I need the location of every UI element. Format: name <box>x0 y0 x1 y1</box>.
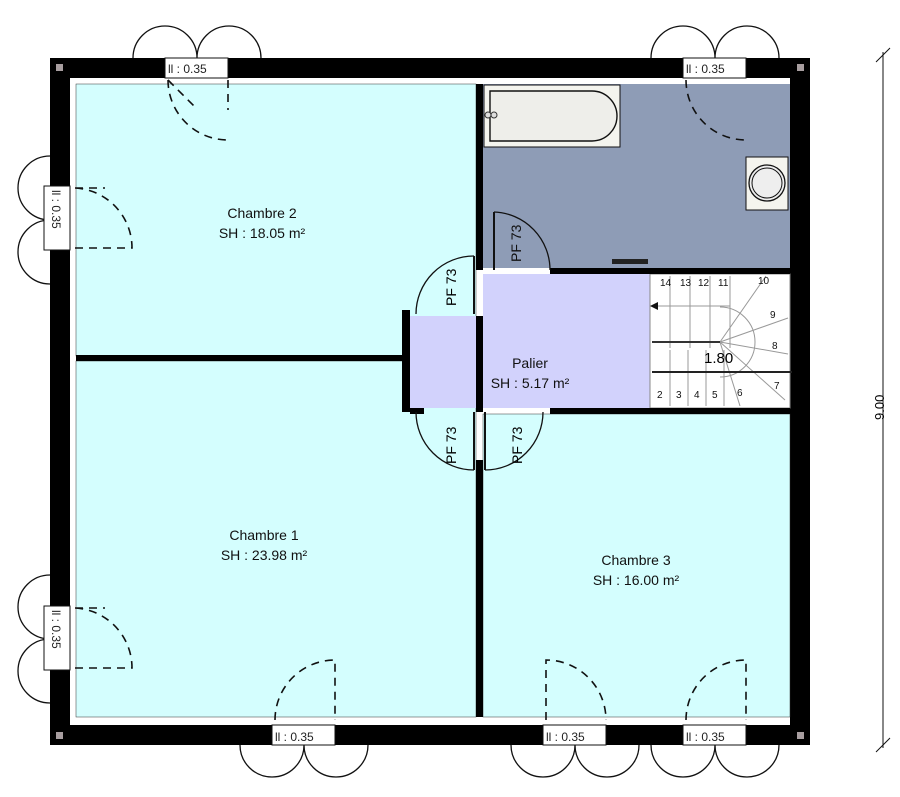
svg-text:8: 8 <box>772 341 778 352</box>
room-area-palier: SH : 5.17 m² <box>491 375 570 391</box>
svg-text:PF 73: PF 73 <box>509 426 525 464</box>
svg-text:ll : 0.35: ll : 0.35 <box>49 610 63 649</box>
svg-text:2: 2 <box>657 390 663 401</box>
svg-text:4: 4 <box>694 390 700 401</box>
svg-text:11: 11 <box>718 278 729 289</box>
svg-text:9: 9 <box>770 310 776 321</box>
svg-text:ll : 0.35: ll : 0.35 <box>546 730 585 744</box>
window-left-chambre-2[interactable]: ll : 0.35 <box>17 155 133 285</box>
door-bathroom[interactable]: PF 73 <box>493 211 551 271</box>
stairs-width: 1.80 <box>704 350 733 367</box>
door-chambre-3[interactable]: PF 73 <box>484 411 544 471</box>
svg-text:3: 3 <box>676 390 682 401</box>
svg-text:9.00: 9.00 <box>872 395 887 420</box>
svg-text:10: 10 <box>758 276 770 287</box>
svg-text:13: 13 <box>680 278 692 289</box>
room-name-chambre-2: Chambre 2 <box>227 205 296 221</box>
svg-text:ll : 0.35: ll : 0.35 <box>168 62 207 76</box>
svg-text:ll : 0.35: ll : 0.35 <box>686 730 725 744</box>
room-name-palier: Palier <box>512 355 548 371</box>
window-left-chambre-1[interactable]: ll : 0.35 <box>17 574 133 704</box>
interior-wall <box>76 355 410 361</box>
svg-text:12: 12 <box>698 278 710 289</box>
svg-text:5: 5 <box>712 390 718 401</box>
window-bottom-chambre-1[interactable]: ll : 0.35 <box>239 659 369 778</box>
svg-text:PF 73: PF 73 <box>443 426 459 464</box>
svg-text:PF 73: PF 73 <box>443 268 459 306</box>
svg-text:7: 7 <box>774 381 780 392</box>
washbasin <box>745 156 789 211</box>
room-area-chambre-1: SH : 23.98 m² <box>221 547 308 563</box>
bathtub <box>483 84 621 148</box>
svg-text:PF 73: PF 73 <box>508 224 524 262</box>
window-top-left[interactable]: ll : 0.35 <box>132 25 262 141</box>
window-top-right[interactable]: ll : 0.35 <box>650 25 780 141</box>
svg-text:ll : 0.35: ll : 0.35 <box>49 190 63 229</box>
door-chambre-2[interactable]: PF 73 <box>415 255 475 315</box>
door-chambre-1[interactable]: PF 73 <box>415 411 475 471</box>
dimension-line: 9.00 <box>872 47 891 753</box>
svg-text:ll : 0.35: ll : 0.35 <box>275 730 314 744</box>
room-palier <box>410 274 650 408</box>
window-bottom-chambre-3-left[interactable]: ll : 0.35 <box>510 659 640 778</box>
svg-text:6: 6 <box>737 388 743 399</box>
room-area-chambre-3: SH : 16.00 m² <box>593 572 680 588</box>
window-bottom-chambre-3-right[interactable]: ll : 0.35 <box>650 659 780 778</box>
room-name-chambre-3: Chambre 3 <box>601 552 670 568</box>
room-area-chambre-2: SH : 18.05 m² <box>219 225 306 241</box>
room-chambre-1 <box>75 360 477 718</box>
room-chambre-3 <box>482 413 791 718</box>
room-name-chambre-1: Chambre 1 <box>229 527 298 543</box>
svg-text:14: 14 <box>660 278 672 289</box>
svg-text:ll : 0.35: ll : 0.35 <box>686 62 725 76</box>
